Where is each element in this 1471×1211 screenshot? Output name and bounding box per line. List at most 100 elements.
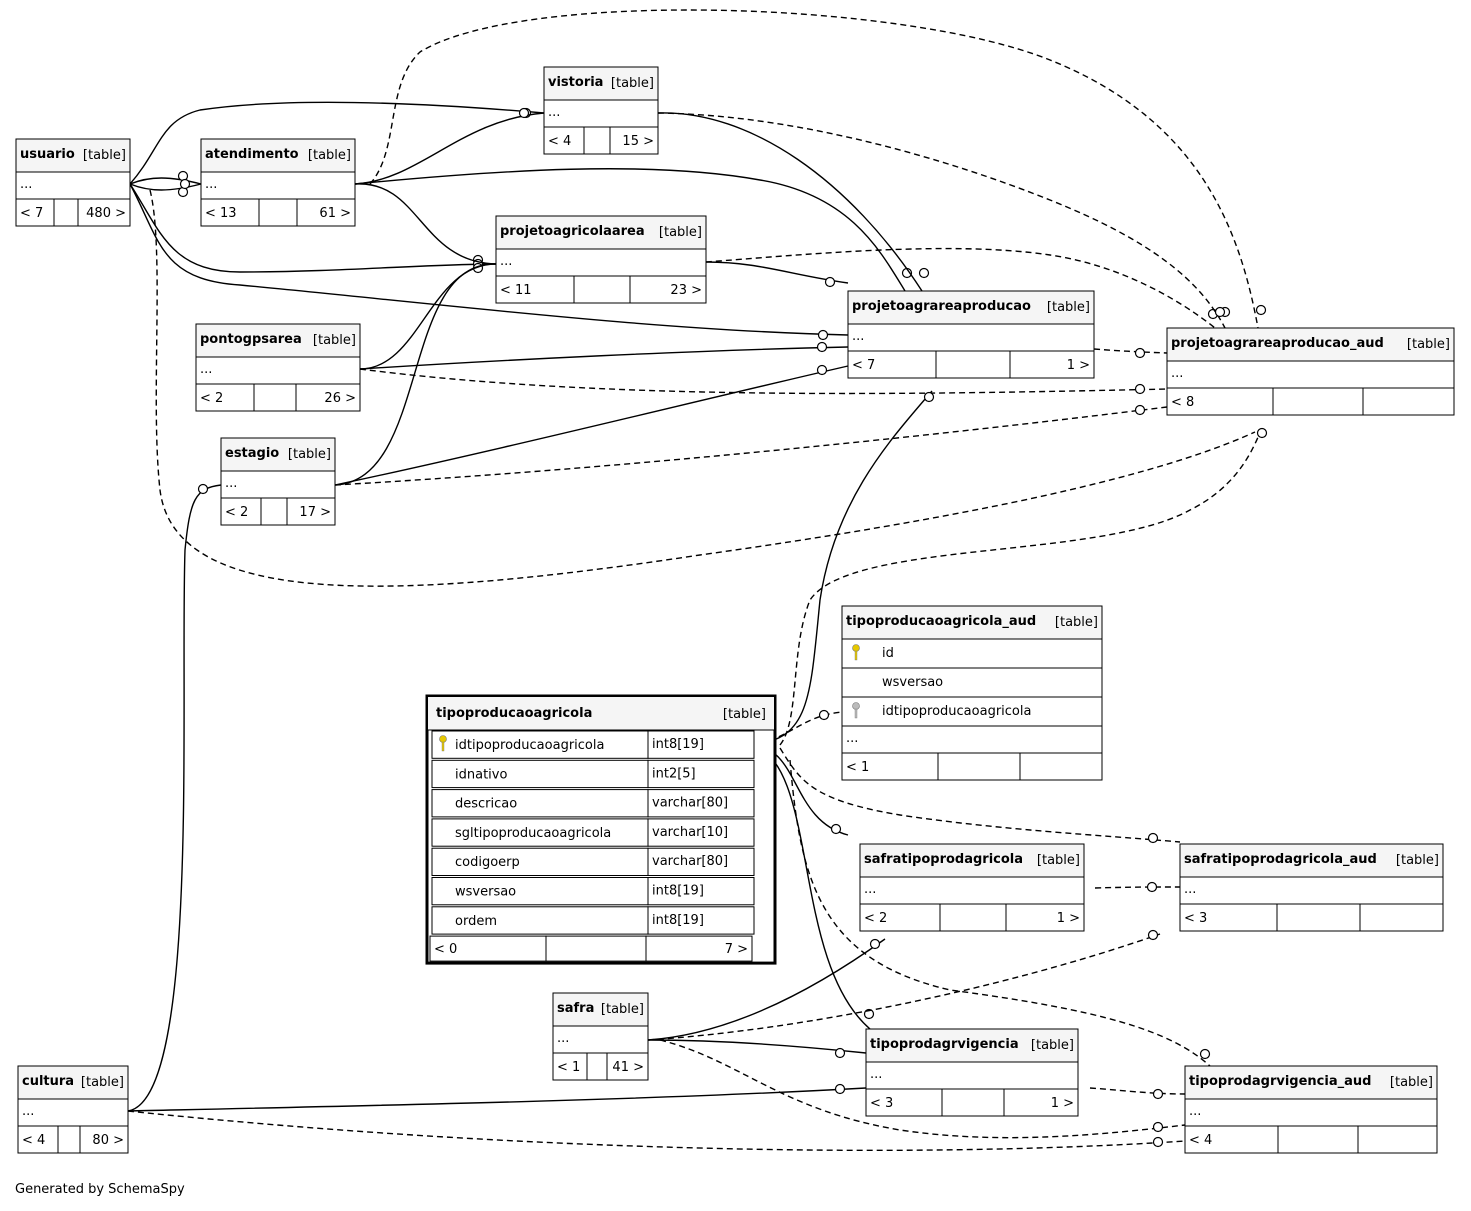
- relationship-line: [129, 183, 497, 273]
- table-title-safra[interactable]: safra: [557, 1001, 594, 1016]
- parent-count[interactable]: < 4: [1189, 1133, 1212, 1148]
- table-title-projetoagrareaproducao_aud[interactable]: projetoagrareaproducao_aud: [1171, 336, 1384, 351]
- parent-count[interactable]: < 1: [846, 760, 869, 775]
- relationship-line: [1094, 886, 1181, 889]
- table-type-label: [table]: [723, 707, 766, 722]
- table-type-label: [table]: [611, 76, 654, 91]
- parent-count[interactable]: < 8: [1171, 395, 1194, 410]
- parent-count[interactable]: < 13: [205, 206, 237, 221]
- table-type-label: [table]: [308, 148, 351, 163]
- child-count[interactable]: 80 >: [92, 1133, 124, 1148]
- parent-count[interactable]: < 1: [557, 1060, 580, 1075]
- column-name-wsversao[interactable]: wsversao: [882, 675, 943, 690]
- table-title-projetoagricolaarea[interactable]: projetoagricolaarea: [500, 224, 645, 239]
- child-count[interactable]: 1 >: [1057, 911, 1080, 926]
- parent-count[interactable]: < 7: [20, 206, 43, 221]
- table-title-atendimento[interactable]: atendimento: [205, 147, 299, 162]
- relationship-line: [334, 406, 1168, 486]
- table-title-projetoagrareaproducao[interactable]: projetoagrareaproducao: [852, 299, 1031, 314]
- table-projetoagrareaproducao_aud[interactable]: projetoagrareaproducao_aud[table]...< 8: [1166, 327, 1455, 416]
- parent-count[interactable]: < 11: [500, 283, 532, 298]
- primary-key-icon-head: [439, 735, 447, 743]
- relationship-line: [354, 112, 545, 185]
- relationship-line: [354, 183, 497, 265]
- column-name-ordem[interactable]: ordem: [455, 914, 497, 929]
- table-safratipoprodagricola_aud[interactable]: safratipoprodagricola_aud[table]...< 3: [1179, 843, 1444, 932]
- child-count[interactable]: 26 >: [324, 391, 356, 406]
- optional-cardinality-marker: [818, 709, 830, 721]
- optional-cardinality-marker: [1199, 1048, 1211, 1060]
- child-count[interactable]: 15 >: [622, 134, 654, 149]
- optional-cardinality-marker: [1152, 1088, 1164, 1100]
- table-title-estagio[interactable]: estagio: [225, 446, 279, 461]
- optional-cardinality-marker: [817, 329, 829, 341]
- optional-cardinality-marker: [918, 267, 930, 279]
- relationship-estagio-to-projetoagricolaarea: [334, 263, 497, 486]
- relationship-vistoria-to-projetoagrareaproducao: [657, 112, 930, 292]
- child-count[interactable]: 17 >: [299, 505, 331, 520]
- relationship-line: [354, 168, 906, 292]
- table-title-usuario[interactable]: usuario: [20, 147, 75, 162]
- table-title-tipoproducaoagricola_aud[interactable]: tipoproducaoagricola_aud: [846, 614, 1036, 629]
- parent-count[interactable]: < 0: [434, 942, 457, 957]
- table-title-tipoprodagrvigencia[interactable]: tipoprodagrvigencia: [870, 1037, 1019, 1052]
- table-title-pontogpsarea[interactable]: pontogpsarea: [200, 332, 302, 347]
- child-count[interactable]: 7 >: [725, 942, 748, 957]
- column-type-cell: [647, 789, 755, 818]
- relationship-tipoproducaoagricola-to-safratipoprodagricola_aud: [779, 747, 1181, 844]
- table-header-cultura: [18, 1066, 128, 1099]
- child-count[interactable]: 23 >: [670, 283, 702, 298]
- child-count[interactable]: 1 >: [1067, 358, 1090, 373]
- parent-count[interactable]: < 2: [864, 911, 887, 926]
- table-title-vistoria[interactable]: vistoria: [548, 75, 603, 90]
- column-name-descricao[interactable]: descricao: [455, 797, 517, 812]
- table-title-safratipoprodagricola_aud[interactable]: safratipoprodagricola_aud: [1184, 852, 1377, 867]
- relationship-safra-to-safratipoprodagricola_aud: [647, 929, 1161, 1041]
- table-type-label: [table]: [1047, 300, 1090, 315]
- table-header-tipoproducaoagricola_aud: [842, 606, 1102, 639]
- column-name-id[interactable]: id: [882, 646, 894, 661]
- relationship-safra-to-tipoprodagrvigencia: [647, 1039, 867, 1059]
- column-name-wsversao[interactable]: wsversao: [455, 885, 516, 900]
- parent-count[interactable]: < 3: [1184, 911, 1207, 926]
- parent-count[interactable]: < 7: [852, 358, 875, 373]
- table-type-label: [table]: [313, 333, 356, 348]
- column-name-codigoerp[interactable]: codigoerp: [455, 855, 520, 870]
- optional-cardinality-marker: [518, 107, 530, 119]
- table-tipoproducaoagricola[interactable]: tipoproducaoagricola [table] idtipoproduca…: [425, 694, 777, 965]
- parent-count[interactable]: < 4: [22, 1133, 45, 1148]
- foreign-key-icon-shaft: [854, 708, 858, 719]
- parent-count[interactable]: < 2: [225, 505, 248, 520]
- child-count[interactable]: 61 >: [319, 206, 351, 221]
- column-name-idtipoproducaoagricola[interactable]: idtipoproducaoagricola: [882, 704, 1031, 719]
- child-count[interactable]: 41 >: [612, 1060, 644, 1075]
- table-tipoprodagrvigencia_aud[interactable]: tipoprodagrvigencia_aud[table]...< 4: [1184, 1065, 1438, 1154]
- parent-count[interactable]: < 3: [870, 1096, 893, 1111]
- child-count[interactable]: 480 >: [86, 206, 126, 221]
- column-name-sgltipoproducaoagricola[interactable]: sgltipoproducaoagricola: [455, 826, 611, 841]
- table-title-cultura[interactable]: cultura: [22, 1074, 74, 1089]
- table-tipoproducaoagricola_aud[interactable]: tipoproducaoagricola_aud[table]idwsversa…: [841, 605, 1103, 781]
- table-title-tipoprodagrvigencia_aud[interactable]: tipoprodagrvigencia_aud: [1189, 1074, 1371, 1089]
- generated-by-footer[interactable]: Generated by SchemaSpy: [15, 1182, 185, 1197]
- table-title-tipoproducaoagricola[interactable]: tipoproducaoagricola: [436, 706, 592, 721]
- child-count[interactable]: 1 >: [1051, 1096, 1074, 1111]
- parent-count[interactable]: < 4: [548, 134, 571, 149]
- column-name-idnativo[interactable]: idnativo: [455, 767, 507, 782]
- relationship-estagio-to-projetoagrareaproducao: [334, 364, 849, 486]
- column-name-idtipoproducaoagricola[interactable]: idtipoproducaoagricola: [455, 738, 604, 753]
- parent-count[interactable]: < 2: [200, 391, 223, 406]
- table-title-safratipoprodagricola[interactable]: safratipoprodagricola: [864, 852, 1023, 867]
